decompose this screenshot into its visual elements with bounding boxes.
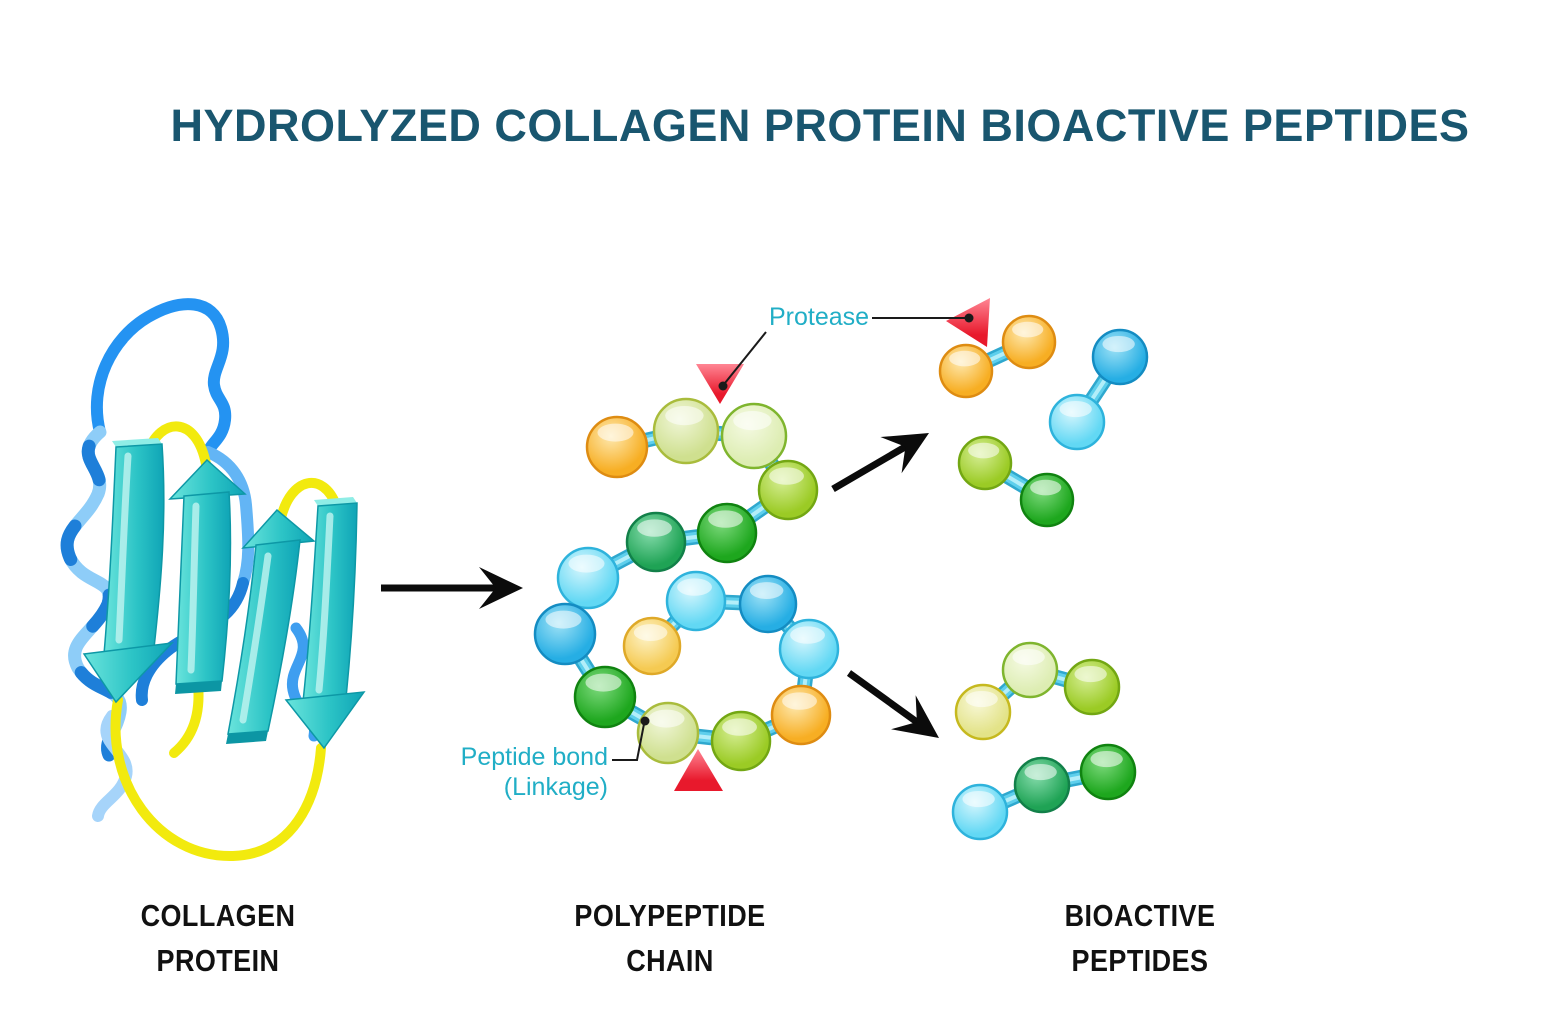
bead-gloss: [708, 510, 743, 528]
leader-dot: [964, 313, 974, 323]
bead-gloss: [965, 690, 998, 708]
strand2-highlight: [187, 502, 200, 674]
caption-line: PROTEIN: [156, 943, 280, 978]
bead-gloss: [949, 350, 981, 367]
leader-dot: [640, 716, 650, 726]
bead-gloss: [1012, 321, 1044, 338]
caption-line: BIOACTIVE: [1064, 898, 1216, 933]
strand4-highlight: [315, 512, 334, 694]
bead-gloss: [782, 692, 817, 710]
peptide-bond-label-line2: (Linkage): [503, 773, 608, 801]
bead-gloss: [749, 582, 784, 599]
strand1-body: [103, 443, 165, 655]
bead-gloss: [545, 610, 582, 629]
strand1-arrowhead: [82, 641, 174, 704]
arrow-head: [891, 695, 939, 738]
beta-strand-arrows: [82, 438, 366, 750]
leader-line: [612, 723, 645, 761]
peptide-bond-label-line1: Peptide bond: [460, 743, 608, 771]
ribbon-top-loop: [90, 298, 232, 458]
bead-gloss: [1030, 479, 1062, 496]
protease-label: Protease: [769, 303, 870, 331]
strand3-bottom-cap: [226, 731, 268, 744]
arrow-head: [479, 567, 523, 609]
strand1-highlight: [115, 452, 132, 644]
bead-gloss: [585, 673, 622, 692]
arrow-shaft: [846, 670, 922, 727]
ribbon-cross: [135, 577, 249, 706]
peptide-fragment: [951, 743, 1137, 841]
caption-line: COLLAGEN: [140, 898, 296, 933]
protease-triangle-icon: [674, 749, 723, 791]
bead-gloss: [568, 554, 605, 573]
bead-gloss: [968, 442, 1000, 459]
polypeptide-chain-illustration: [533, 397, 840, 772]
arrow-shaft: [831, 442, 910, 493]
strand4-arrowhead: [284, 691, 366, 750]
bead-gloss: [665, 406, 704, 426]
page-title: HYDROLYZED COLLAGEN PROTEIN BIOACTIVE PE…: [170, 100, 1470, 151]
caption-line: CHAIN: [626, 943, 714, 978]
loop-bottom-stub: [169, 679, 204, 758]
bead-gloss: [1024, 763, 1057, 781]
loop-top-right: [276, 477, 341, 523]
bead-gloss: [648, 709, 685, 728]
bead-gloss: [733, 411, 772, 431]
bead-gloss: [769, 467, 804, 485]
annotation-lines: [612, 313, 974, 761]
peptide-bond-label: Peptide bond (Linkage): [408, 742, 608, 802]
polypeptide-chain-caption: POLYPEPTIDE CHAIN: [531, 893, 809, 983]
caption-line: PEPTIDES: [1071, 943, 1209, 978]
bead-gloss: [1074, 665, 1107, 683]
strand3-highlight: [239, 552, 272, 724]
bead-gloss: [722, 718, 757, 736]
collagen-protein-illustration: [60, 298, 366, 862]
bead-gloss: [1102, 335, 1135, 353]
process-arrows: [381, 433, 939, 738]
peptide-fragment: [938, 314, 1057, 399]
leader-line: [724, 331, 767, 384]
bead-gloss: [633, 624, 668, 641]
caption-line: POLYPEPTIDE: [574, 898, 766, 933]
bead-gloss: [1090, 750, 1123, 768]
bead-gloss: [1012, 648, 1045, 666]
peptide-fragment: [954, 641, 1121, 741]
strand2-bottom-cap: [175, 681, 222, 694]
collagen-protein-caption: COLLAGEN PROTEIN: [79, 893, 357, 983]
bioactive-peptides-illustration: [938, 314, 1149, 841]
bead-gloss: [1059, 400, 1092, 418]
bead-gloss: [637, 519, 672, 537]
peptide-fragment: [957, 435, 1075, 528]
protease-triangle-icon: [946, 298, 990, 347]
bead-gloss: [962, 790, 995, 808]
bioactive-peptides-caption: BIOACTIVE PEPTIDES: [1001, 893, 1279, 983]
leader-dot: [718, 381, 728, 391]
peptide-fragment: [1048, 328, 1149, 451]
ribbon-right-descend: [202, 446, 255, 589]
arrow-head: [880, 433, 929, 474]
loop-bottom-u: [110, 695, 326, 862]
bead-gloss: [790, 626, 825, 644]
bead-gloss: [597, 423, 634, 442]
bead-gloss: [677, 578, 712, 596]
strand2-body: [175, 491, 232, 685]
